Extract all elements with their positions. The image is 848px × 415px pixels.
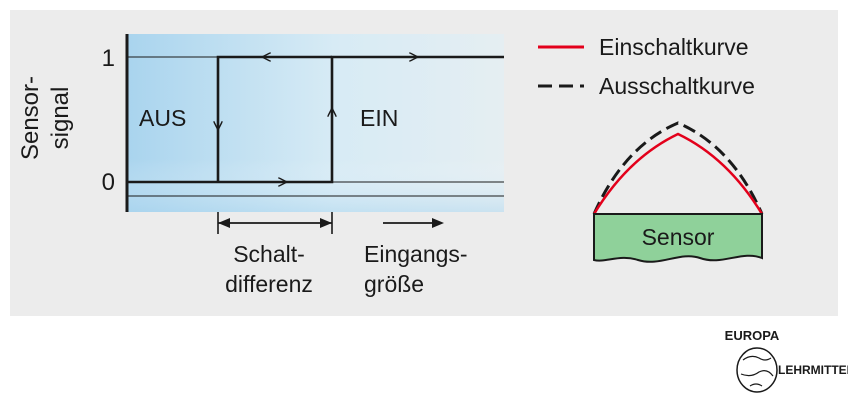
legend-label-off: Ausschaltkurve — [599, 73, 755, 99]
logo-text-lehrmittel: LEHRMITTEL — [778, 363, 848, 377]
x-axis-label-line1: Eingangs- — [364, 241, 468, 267]
input-quantity-axis: Eingangs- größe — [364, 218, 468, 297]
globe-icon — [736, 347, 778, 393]
hysteresis-plot: Sensor- signal 1 0 AUS EIN — [17, 34, 504, 212]
state-on-label: EIN — [360, 105, 398, 131]
y-axis-label-line2: signal — [47, 87, 74, 150]
hysteresis-off-path — [216, 55, 332, 182]
state-off-label: AUS — [139, 105, 186, 131]
y-axis-label-line1: Sensor- — [17, 76, 44, 160]
switching-difference-dimension: Schalt- differenz — [217, 212, 333, 297]
tick-label-0: 0 — [102, 169, 115, 196]
logo-text-europa: EUROPA — [725, 328, 780, 343]
hysteresis-on-path — [127, 55, 504, 184]
sensor-illustration: Sensor — [592, 121, 764, 263]
arrow-right-input — [432, 218, 444, 228]
hysteresis-label-line1: Schalt- — [233, 241, 305, 267]
legend: Einschaltkurve Ausschaltkurve — [538, 34, 755, 99]
hysteresis-label-line2: differenz — [225, 271, 313, 297]
sensor-label: Sensor — [642, 224, 715, 250]
legend-label-on: Einschaltkurve — [599, 34, 749, 60]
switch-on-curve — [592, 132, 764, 215]
sensor-body — [593, 213, 763, 263]
switch-off-curve — [592, 121, 764, 215]
x-axis-label-line2: größe — [364, 271, 424, 297]
publisher-logo: EUROPA LEHRMITTEL — [725, 328, 848, 393]
tick-label-1: 1 — [102, 45, 115, 72]
